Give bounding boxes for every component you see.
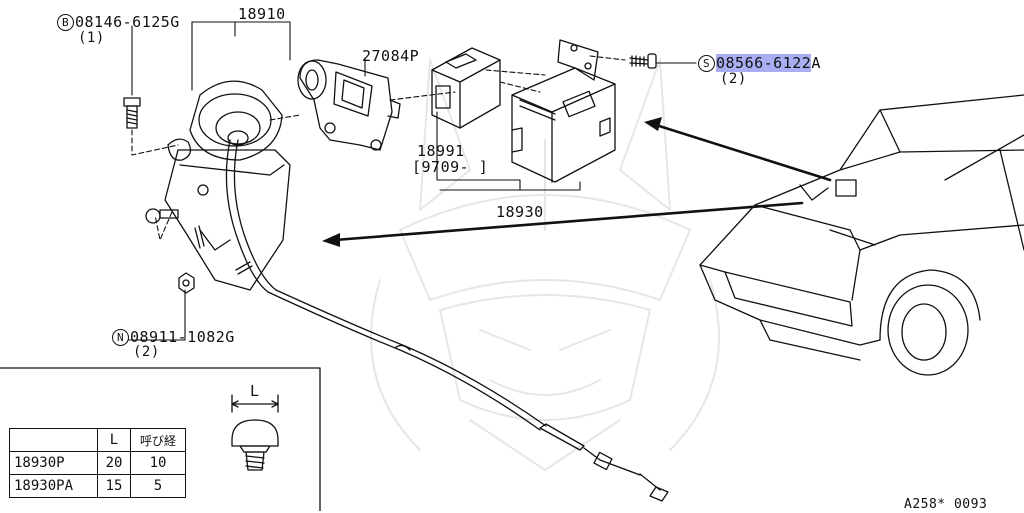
n-circle-icon: N bbox=[112, 329, 129, 346]
watermark-emblem bbox=[370, 59, 720, 471]
relay-18991-icon bbox=[431, 47, 501, 129]
label-18910: 18910 bbox=[238, 5, 286, 23]
figure-code: A258* 0093 bbox=[904, 497, 988, 512]
spec-table: L 呼び経 18930P 20 10 18930PA 15 5 bbox=[9, 428, 186, 498]
table-row: 18930P 20 10 bbox=[9, 451, 186, 475]
table-header-row: L 呼び経 bbox=[9, 428, 186, 452]
pointer-arrows bbox=[333, 123, 832, 242]
label-bracket-range: [9709- ] bbox=[412, 158, 489, 176]
clip-fastener-icon bbox=[231, 394, 279, 471]
label-27084p: 27084P bbox=[362, 47, 420, 65]
screw-08566-icon bbox=[629, 53, 657, 69]
label-dimension-l: L bbox=[250, 382, 260, 400]
label-18930: 18930 bbox=[496, 203, 544, 221]
control-unit-18930-icon bbox=[511, 39, 616, 183]
leader-lines bbox=[127, 21, 697, 341]
highlighted-part-number: 08566-6122 bbox=[716, 54, 812, 72]
actuator-18910-icon bbox=[164, 80, 291, 293]
s-circle-icon: S bbox=[698, 55, 715, 72]
nut-08911-icon bbox=[178, 272, 195, 294]
table-row: 18930PA 15 5 bbox=[9, 474, 186, 498]
bolt-side-icon bbox=[145, 208, 179, 224]
inset-box bbox=[0, 367, 321, 511]
label-n-qty: (2) bbox=[133, 344, 160, 360]
label-s-qty: (2) bbox=[720, 71, 747, 87]
arrow-heads bbox=[322, 117, 662, 247]
label-b-qty: (1) bbox=[78, 30, 105, 46]
b-circle-icon: B bbox=[57, 14, 74, 31]
cable-icon bbox=[267, 289, 669, 502]
motor-27084p-icon bbox=[297, 59, 401, 151]
bolt-08146-icon bbox=[123, 97, 141, 129]
label-18991: 18991 bbox=[417, 142, 465, 160]
car-icon bbox=[699, 94, 1024, 376]
